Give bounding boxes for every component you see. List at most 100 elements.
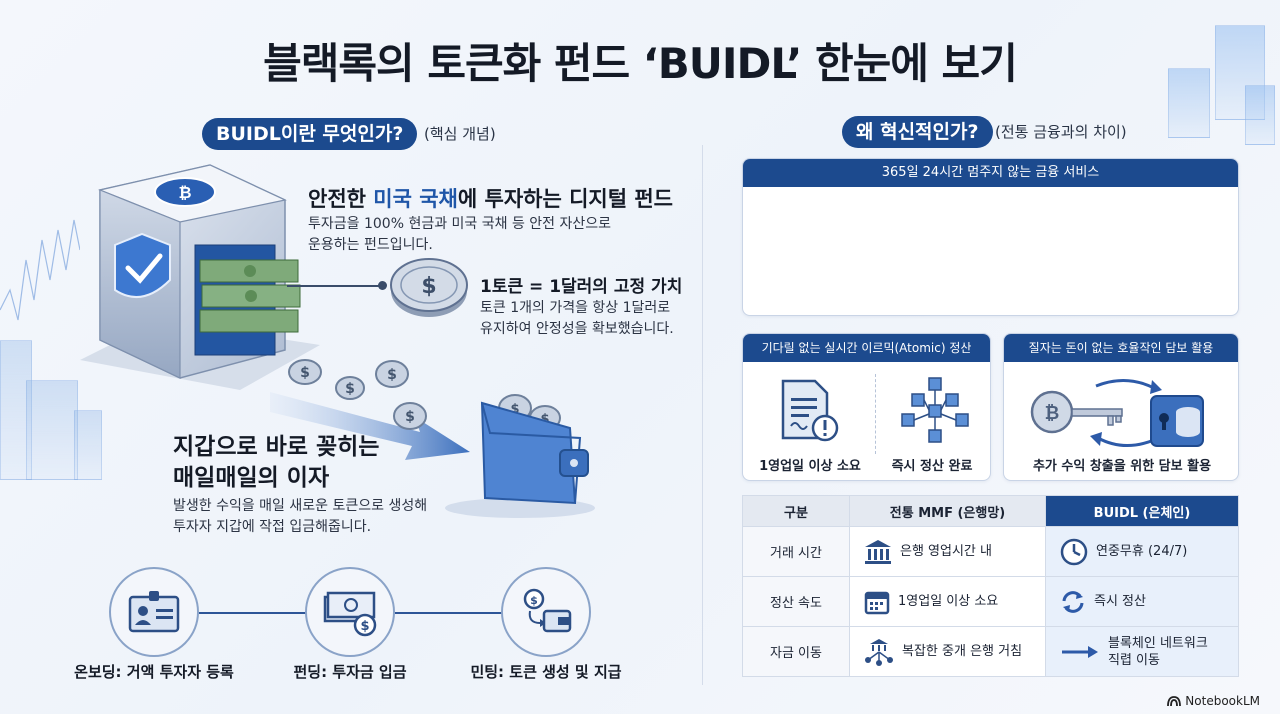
svg-text:$: $ (510, 402, 519, 417)
row-buidl-cell: 즉시 정산 (1045, 576, 1239, 627)
buidl-value-line: 직렵 이동 (1108, 652, 1160, 668)
table-row: 거래 시간 은행 영업시간 내 (742, 526, 1239, 577)
step-label-funding: 펀딩: 투자금 입금 (293, 663, 407, 681)
buidl-value-line: 블록체인 네트워크 (1108, 635, 1208, 651)
table-header-mmf: 전통 MMF (은행망) (849, 495, 1046, 527)
arrow-right-icon (1062, 645, 1098, 658)
mmf-value: 1영업일 이상 소요 (898, 594, 999, 609)
fund-desc: 투자금을 100% 현금과 미국 국채 등 안전 자산으로 운용하는 펀드입니다… (308, 214, 648, 256)
decor-building (1215, 25, 1265, 120)
row-mmf-cell: 복잡한 중개 은행 거침 (849, 626, 1046, 677)
page-title: 블랙록의 토큰화 펀드 ‘BUIDL’ 한눈에 보기 (263, 39, 1018, 88)
clock-icon (1060, 538, 1088, 565)
connector-line (287, 285, 382, 287)
svg-text:₿: ₿ (1045, 403, 1060, 424)
step-minting: $ (501, 567, 591, 657)
brand-name: NotebookLM (1185, 694, 1260, 708)
svg-text:$: $ (345, 381, 355, 397)
safe-vault-icon: ₿ (80, 164, 320, 390)
table-header-row: 구분 전통 MMF (은행망) BUIDL (은체인) (742, 495, 1239, 527)
document-warning-icon (781, 379, 839, 442)
fund-desc-line: 운용하는 펀드입니다. (308, 237, 433, 253)
buidl-value: 연중무휴 (24/7) (1096, 544, 1188, 559)
step-connector (199, 612, 307, 614)
mmf-value: 은행 영업시간 내 (900, 544, 992, 559)
decor-building (74, 410, 102, 480)
calendar-icon (864, 591, 890, 614)
peg-desc-line: 유지하여 안정성을 확보했습니다. (480, 321, 674, 337)
svg-text:$: $ (360, 619, 369, 634)
svg-text:$: $ (530, 594, 538, 607)
peg-desc-line: 토큰 1개의 가격을 항상 1달러로 (480, 300, 671, 316)
svg-text:$: $ (540, 412, 549, 427)
svg-text:$: $ (405, 409, 415, 425)
row-buidl-cell: 블록체인 네트워크 직렵 이동 (1045, 626, 1239, 677)
dollar-coins-icon: $ $ $ $ (288, 359, 427, 430)
buidl-value: 즉시 정산 (1094, 594, 1146, 609)
connector-dot (378, 281, 387, 290)
interest-desc-line: 투자자 지갑에 작접 입금해줍니다. (173, 519, 372, 535)
svg-text:$: $ (300, 365, 310, 381)
wallet-icon: $ $ (445, 394, 595, 518)
step-funding: $ (305, 567, 395, 657)
row-mmf-cell: 1영업일 이상 소요 (849, 576, 1046, 627)
row-category: 정산 속도 (742, 576, 850, 627)
row-category: 자금 이동 (742, 626, 850, 677)
fund-desc-line: 투자금을 100% 현금과 미국 국채 등 안전 자산으로 (308, 216, 612, 232)
table-row: 자금 이동 복잡한 중개 은행 거침 (742, 626, 1239, 677)
buidl-value: 블록체인 네트워크 직렵 이동 (1108, 635, 1208, 669)
bank-network-icon (865, 638, 893, 666)
row-category: 거래 시간 (742, 526, 850, 577)
fund-heading-a: 안전한 (308, 187, 374, 211)
fund-heading-b: 에 투자하는 디지털 펀드 (457, 187, 674, 211)
atomic-legacy-label: 1영업일 이상 소요 (759, 459, 861, 474)
section-header-why-sub: (전통 금융과의 차이) (995, 123, 1127, 141)
comparison-table: 구분 전통 MMF (은행망) BUIDL (은체인) 거래 시간 은행 영업시… (742, 495, 1239, 677)
card-collateral-title: 질자는 돈이 없는 호율작인 담보 활용 (1004, 334, 1238, 362)
interest-desc: 발생한 수익을 매일 새로운 토큰으로 생성해 투자자 지갑에 작접 입금해줍니… (173, 496, 473, 538)
interest-desc-line: 발생한 수익을 매일 새로운 토큰으로 생성해 (173, 498, 428, 514)
interest-heading-line: 매일매일의 이자 (173, 465, 330, 491)
atomic-instant-label: 즉시 정산 완료 (891, 459, 973, 474)
notebooklm-logo-icon (1167, 696, 1182, 707)
peg-desc: 토큰 1개의 가격을 항상 1달러로 유지하여 안정성을 확보했습니다. (480, 298, 690, 340)
network-nodes-icon (901, 377, 969, 443)
row-mmf-cell: 은행 영업시간 내 (849, 526, 1046, 577)
section-header-what-sub: (핵심 개념) (424, 125, 496, 143)
interest-heading: 지갑으로 바로 꽂히는 매일매일의 이자 (173, 432, 379, 494)
mmf-value: 복잡한 중개 은행 거침 (902, 644, 1023, 659)
dollar-coin-icon: $ (390, 258, 468, 317)
step-label-onboarding: 온보딩: 거액 투자자 등록 (74, 663, 234, 681)
decor-building (0, 340, 32, 480)
card-atomic-settlement: 기다릴 없는 실시간 이르믹(Atomic) 정산 1영업일 이상 소요 즉시 … (742, 333, 991, 481)
decor-building (26, 380, 78, 480)
card-atomic-title: 기다릴 없는 실시간 이르믹(Atomic) 정산 (743, 334, 990, 362)
step-label-minting: 민팅: 토큰 생성 및 지급 (470, 663, 622, 681)
interest-heading-line: 지갑으로 바로 꽂히는 (173, 434, 380, 460)
peg-heading: 1토큰 = 1달러의 고정 가치 (480, 277, 683, 297)
collateral-label: 추가 수익 창출을 위한 담보 활용 (1032, 459, 1212, 474)
decor-wave-line (0, 219, 80, 321)
fund-heading: 안전한 미국 국채에 투자하는 디지털 펀드 (308, 183, 673, 213)
section-header-what: BUIDL이란 무엇인가? (202, 118, 418, 150)
table-header-buidl: BUIDL (은체인) (1045, 495, 1239, 527)
table-row: 정산 속도 1영업일 이상 소요 (742, 576, 1239, 627)
svg-text:$: $ (421, 274, 436, 299)
money-icon: $ (323, 591, 377, 637)
wallet-mint-icon: $ (523, 588, 572, 633)
bank-icon (865, 539, 891, 564)
fund-heading-highlight: 미국 국채 (373, 187, 458, 211)
section-divider (702, 145, 703, 685)
step-connector (395, 612, 503, 614)
svg-text:$: $ (387, 367, 397, 383)
decor-building (1168, 68, 1210, 138)
brand-badge: NotebookLM (1167, 694, 1260, 708)
row-buidl-cell: 연중무휴 (24/7) (1045, 526, 1239, 577)
card-atomic-divider (875, 374, 876, 454)
key-collateral-icon: ₿ (1030, 379, 1204, 447)
card-always-on-title: 365일 24시간 멈주지 않는 금융 서비스 (743, 159, 1238, 187)
card-always-on: 365일 24시간 멈주지 않는 금융 서비스 (742, 158, 1239, 316)
card-collateral: 질자는 돈이 없는 호율작인 담보 활용 ₿ 추가 수익 창출을 위한 담보 활… (1003, 333, 1239, 481)
id-card-icon (128, 591, 180, 633)
decor-building (1245, 85, 1275, 145)
